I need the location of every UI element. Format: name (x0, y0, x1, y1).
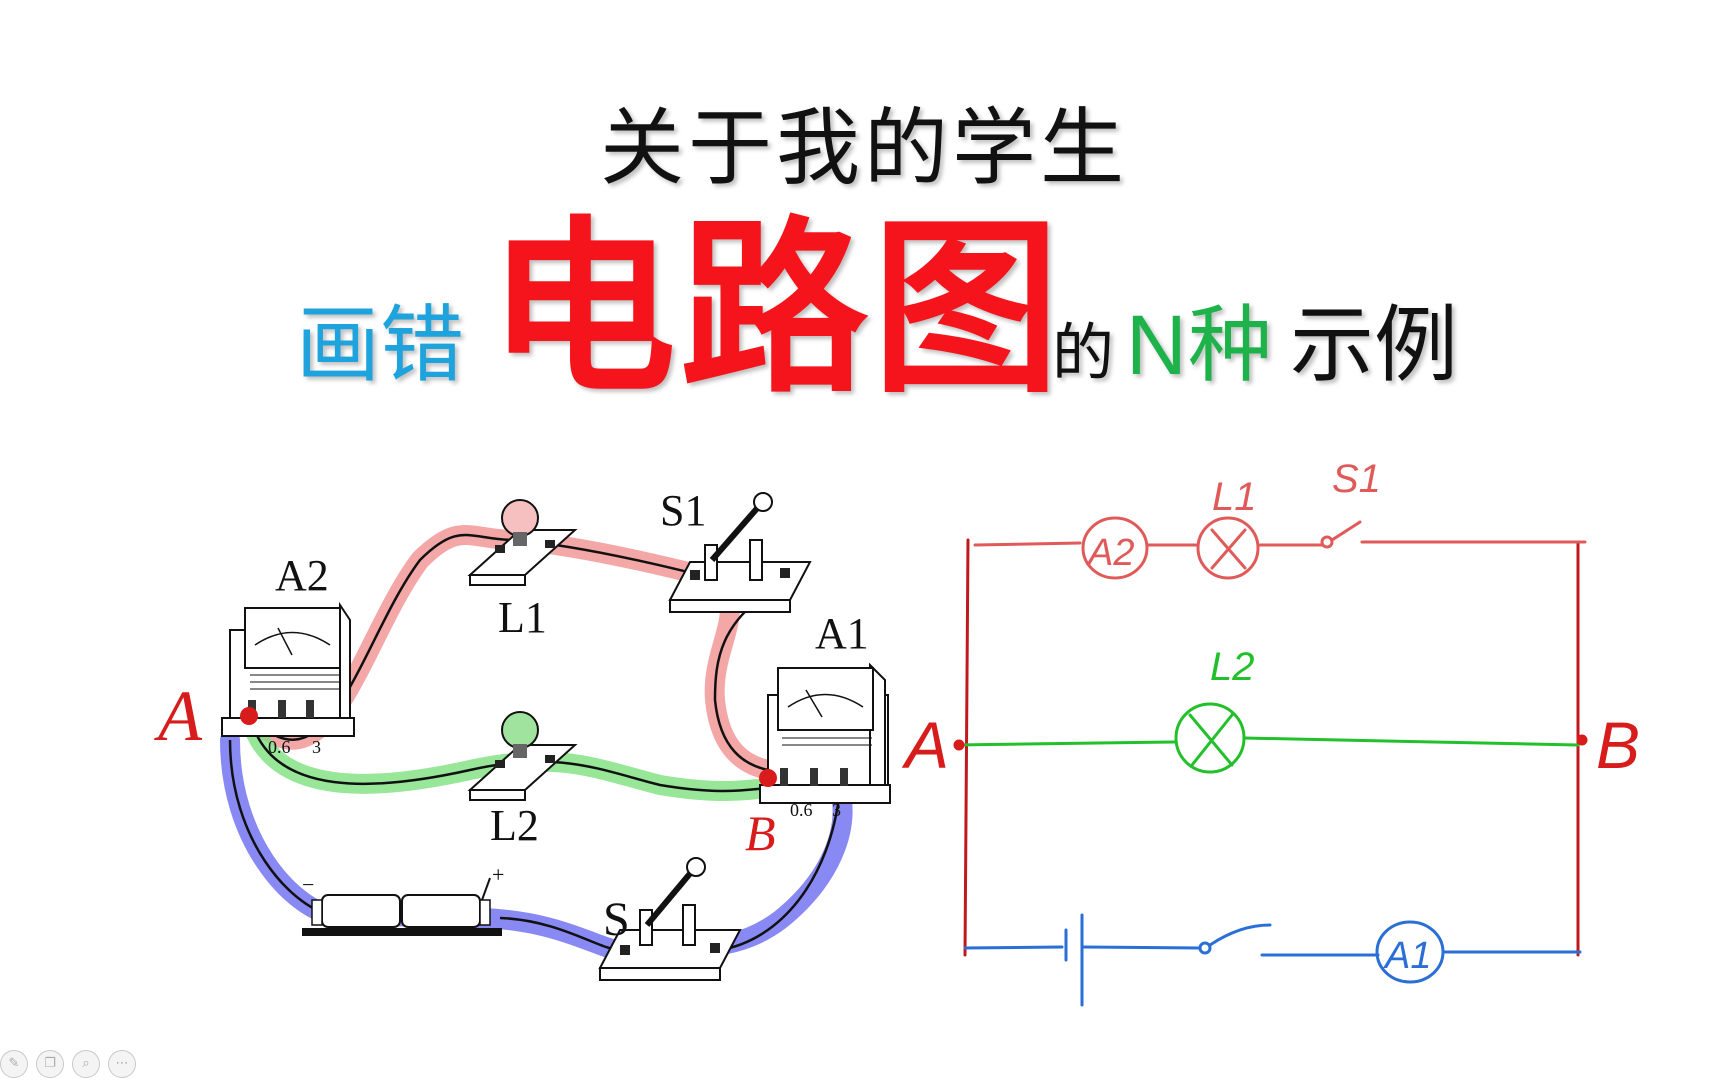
slide-toolbar: ✎ ❐ ⌕ ⋯ (0, 1050, 136, 1078)
physical-circuit-diagram: A2 0.6 3 A L1 L2 (154, 486, 891, 981)
switch-s (598, 857, 742, 981)
title-examples: 示例 (1290, 296, 1459, 394)
label-a1: A1 (815, 609, 869, 658)
title-circuit-diagram: 电路图 (488, 200, 1064, 419)
ammeter-a2 (221, 601, 355, 737)
node-b-schematic: B (1596, 708, 1640, 782)
scale-06-left: 0.6 (268, 737, 291, 757)
ammeter-a1 (759, 662, 891, 804)
battery-minus: − (302, 872, 314, 897)
label-l1: L1 (498, 593, 547, 642)
lamp-l2 (467, 711, 578, 801)
switch-s1 (668, 492, 812, 613)
copy-icon[interactable]: ❐ (36, 1050, 64, 1078)
pen-icon[interactable]: ✎ (0, 1050, 28, 1078)
title-de: 的 (1052, 316, 1115, 389)
label-s1-schematic: S1 (1332, 457, 1381, 501)
battery-plus: + (492, 862, 504, 887)
label-l1-schematic: L1 (1212, 475, 1257, 519)
label-a2-schematic: A2 (1086, 532, 1134, 574)
label-l2-schematic: L2 (1210, 645, 1255, 689)
scale-3-right: 3 (832, 800, 841, 820)
battery (302, 877, 502, 936)
scale-3-left: 3 (312, 737, 321, 757)
title-line-2: 画错 电路图 的 N 种 示例 (0, 205, 1728, 415)
label-s1: S1 (660, 486, 706, 535)
scale-06-right: 0.6 (790, 800, 813, 820)
label-a2: A2 (275, 551, 329, 600)
title-wrong: 画错 (296, 296, 465, 394)
title-n: N (1126, 298, 1187, 392)
node-b-left: B (745, 805, 776, 861)
zoom-icon[interactable]: ⌕ (72, 1050, 100, 1078)
lamp-l1 (467, 499, 578, 586)
label-a1-schematic: A1 (1383, 935, 1431, 977)
label-l2: L2 (490, 801, 539, 850)
more-icon[interactable]: ⋯ (108, 1050, 136, 1078)
node-a-left: A (154, 676, 203, 756)
node-a-schematic: A (901, 708, 949, 782)
title-kinds: 种 (1188, 296, 1273, 394)
title-line-1: 关于我的学生 (599, 99, 1128, 197)
schematic-diagram (953, 516, 1588, 1007)
label-s: S (603, 893, 630, 946)
